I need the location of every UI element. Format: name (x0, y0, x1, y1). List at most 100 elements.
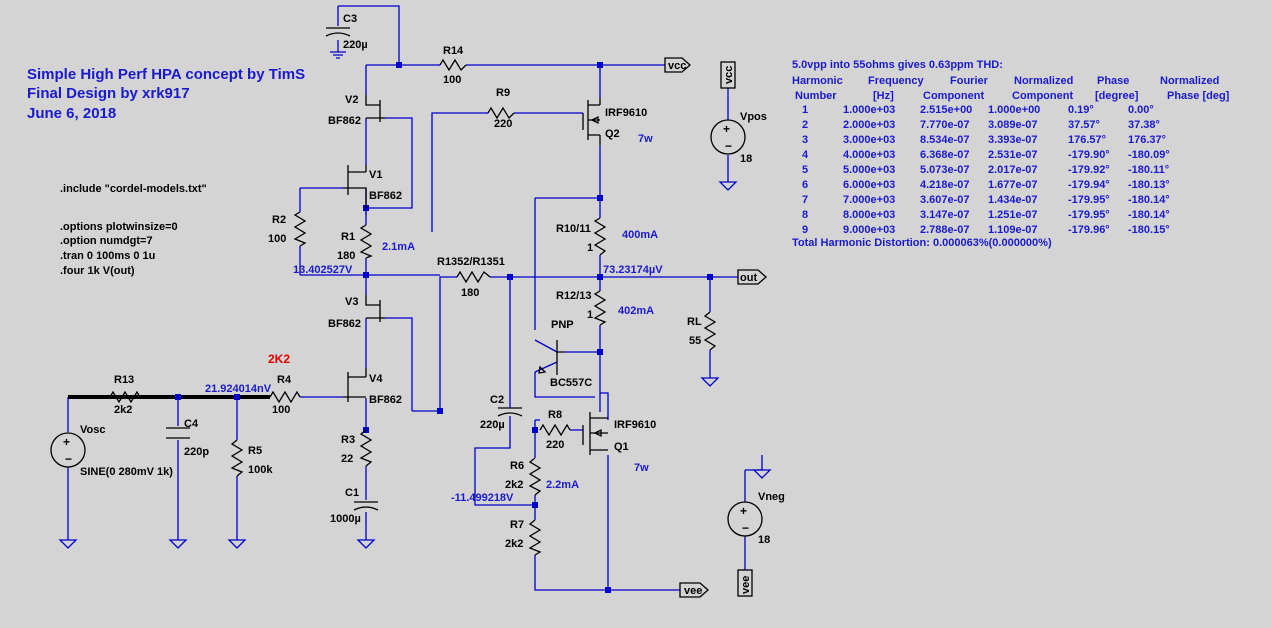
resistor-r5[interactable]: R5 100k (230, 439, 273, 477)
svg-text:[Hz]: [Hz] (873, 90, 894, 102)
directive-options[interactable]: .options plotwinsize=0 (60, 221, 178, 233)
mosfet-q2[interactable]: IRF9610 Q2 7w (582, 98, 653, 145)
svg-text:220: 220 (494, 118, 512, 130)
svg-text:180: 180 (337, 250, 355, 262)
svg-text:R8: R8 (548, 409, 562, 421)
thd-cell: 3.607e-07 (920, 194, 970, 206)
ground-symbol (752, 469, 772, 479)
resistor-r7[interactable]: R7 2k2 (505, 519, 542, 556)
pnp-transistor[interactable]: PNP BC557C (538, 319, 592, 389)
thd-cell: 7 (802, 194, 808, 206)
jfet-v4[interactable]: V4 BF862 (343, 368, 402, 406)
svg-text:IRF9610: IRF9610 (614, 419, 656, 431)
capacitor-c2[interactable]: C2 220µ (480, 394, 523, 431)
svg-text:V1: V1 (369, 169, 382, 181)
thd-col-headers-1: Harmonic Frequency Fourier Normalized Ph… (792, 75, 1219, 87)
thd-cell: -179.94° (1068, 179, 1110, 191)
thd-cell: -179.90° (1068, 149, 1110, 161)
thd-cell: 0.19° (1068, 104, 1094, 116)
directive-option[interactable]: .option numdgt=7 (60, 235, 153, 247)
svg-text:1000µ: 1000µ (330, 513, 361, 525)
title-line3: June 6, 2018 (27, 105, 116, 122)
thd-cell: 4.000e+03 (843, 149, 895, 161)
svg-text:BF862: BF862 (369, 190, 402, 202)
thd-table[interactable]: 5.0vpp into 55ohms gives 0.63ppm THD: Ha… (792, 59, 1230, 249)
out-net-label[interactable]: out (737, 269, 767, 285)
resistor-r3[interactable]: R3 22 (341, 429, 373, 467)
directive-four[interactable]: .four 1k V(out) (60, 265, 135, 277)
wires[interactable] (67, 5, 763, 591)
svg-text:R5: R5 (248, 445, 262, 457)
thd-cell: 9 (802, 224, 808, 236)
junction-dots (175, 62, 713, 593)
resistor-r14[interactable]: R14 100 (439, 45, 467, 86)
directive-tran[interactable]: .tran 0 100ms 0 1u (60, 250, 155, 262)
resistor-r13[interactable]: R13 2k2 (109, 374, 141, 416)
thd-cell: -180.11° (1128, 164, 1169, 176)
svg-text:Component: Component (1012, 90, 1073, 102)
svg-text:vcc: vcc (668, 60, 686, 72)
resistor-rl[interactable]: RL 55 (687, 311, 717, 351)
ground-symbol (330, 51, 346, 59)
svg-text:−: − (65, 452, 72, 466)
svg-text:100: 100 (268, 233, 286, 245)
node-voltage-n2: 73.23174µV (603, 264, 663, 276)
jfet-v2[interactable]: V2 BF862 (328, 94, 385, 127)
resistor-r1[interactable]: R1 180 2.1mA (337, 224, 415, 262)
jfet-v1[interactable]: V1 BF862 (343, 165, 402, 208)
svg-text:SINE(0 280mV 1k): SINE(0 280mV 1k) (80, 466, 173, 478)
thd-cell: 7.000e+03 (843, 194, 895, 206)
thd-cell: 6.000e+03 (843, 179, 895, 191)
vneg-net-label: vee (740, 576, 752, 594)
source-vneg[interactable]: + − Vneg 18 vee (727, 491, 785, 597)
source-vosc[interactable]: + − Vosc SINE(0 280mV 1k) (50, 424, 173, 478)
svg-text:C1: C1 (345, 487, 359, 499)
resistor-r8[interactable]: R8 220 (539, 409, 571, 451)
node-voltage-n3: 21.924014nV (205, 383, 272, 395)
resistor-r9[interactable]: R9 220 (487, 87, 515, 130)
svg-text:Q2: Q2 (605, 128, 620, 140)
thd-cell: -180.13° (1128, 179, 1170, 191)
vcc-net-label[interactable]: vcc (664, 57, 691, 73)
thd-cell: 2.515e+00 (920, 104, 972, 116)
jfet-v3[interactable]: V3 BF862 (328, 295, 385, 330)
ground-symbol (168, 539, 188, 549)
thd-cell: 3.000e+03 (843, 134, 895, 146)
thd-cell: 1.434e-07 (988, 194, 1038, 206)
directive-include[interactable]: .include "cordel-models.txt" (60, 183, 207, 195)
capacitor-c4[interactable]: C4 220p (166, 418, 209, 458)
resistor-r12[interactable]: R12/13 1 402mA (556, 290, 654, 326)
svg-text:Q1: Q1 (614, 441, 629, 453)
svg-text:V3: V3 (345, 296, 358, 308)
svg-text:100: 100 (443, 74, 461, 86)
source-vpos[interactable]: vcc + − Vpos 18 (710, 61, 767, 165)
r4-annotation: 2K2 (268, 352, 290, 366)
svg-text:Phase: Phase (1097, 75, 1129, 87)
svg-text:55: 55 (689, 335, 701, 347)
svg-text:C2: C2 (490, 394, 504, 406)
svg-text:7w: 7w (638, 133, 653, 145)
svg-text:Frequency: Frequency (868, 75, 925, 87)
thd-cell: 6.368e-07 (920, 149, 970, 161)
resistor-r2[interactable]: R2 100 (268, 211, 307, 247)
mosfet-q1[interactable]: IRF9610 Q1 7w (582, 412, 656, 474)
svg-text:1: 1 (587, 242, 593, 254)
thd-cell: 3.147e-07 (920, 209, 970, 221)
svg-text:2k2: 2k2 (505, 538, 523, 550)
capacitor-c1[interactable]: C1 1000µ (330, 487, 379, 525)
vee-net-label[interactable]: vee (679, 582, 709, 598)
title-line1: Simple High Perf HPA concept by TimS (27, 66, 305, 83)
resistor-r1352[interactable]: R1352/R1351 180 (437, 256, 505, 299)
resistor-r10[interactable]: R10/11 1 400mA (556, 217, 658, 256)
svg-text:+: + (723, 122, 730, 136)
svg-text:Normalized: Normalized (1014, 75, 1073, 87)
svg-text:C4: C4 (184, 418, 199, 430)
capacitor-c3[interactable]: C3 220µ (325, 13, 368, 51)
resistor-r6[interactable]: R6 2k2 2.2mA (505, 457, 579, 496)
thd-cell: 5.073e-07 (920, 164, 970, 176)
resistor-r4[interactable]: R4 100 (269, 374, 301, 416)
spice-directives[interactable]: .include "cordel-models.txt" .options pl… (60, 183, 207, 277)
